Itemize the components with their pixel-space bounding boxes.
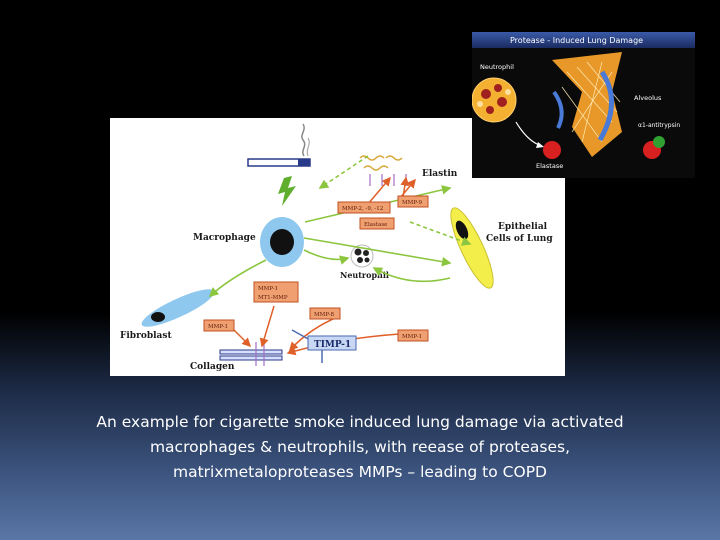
protease-box-mmp-9: MMP-9 <box>397 195 429 208</box>
neutrophil-label: Neutrophil <box>340 270 389 280</box>
protease-box-mmp-1-right: MMP-1 <box>397 329 429 342</box>
macrophage-cell-icon <box>260 217 304 267</box>
protease-box-mmp-1-left: MMP-1 <box>203 319 235 332</box>
protease-lung-damage-inset: Protease - Induced Lung Damage Neutrophi… <box>472 32 695 178</box>
neutrophil-cell-icon <box>350 244 374 268</box>
epithelial-cell-icon <box>450 207 494 289</box>
macrophage-label: Macrophage <box>193 233 256 243</box>
elastin-fibers-icon <box>359 155 403 171</box>
inset-elastase-icon <box>515 121 561 159</box>
protease-box-mmp-8: MMP-8 <box>309 307 341 320</box>
svg-text:TIMP-1: TIMP-1 <box>314 340 351 350</box>
caption-line-2: macrophages & neutrophils, with reease o… <box>149 438 571 456</box>
inhibitor-box-timp-1: TIMP-1 <box>307 335 357 351</box>
inset-title: Protease - Induced Lung Damage <box>510 36 643 45</box>
inset-neutrophil-icon <box>472 77 517 123</box>
slide-caption: An example for cigarette smoke induced l… <box>90 410 630 485</box>
svg-text:MMP-2, -9, -12: MMP-2, -9, -12 <box>342 206 383 212</box>
lightning-icon <box>278 176 296 206</box>
svg-text:MMP-1: MMP-1 <box>208 324 228 330</box>
collagen-label: Collagen <box>190 362 235 372</box>
svg-text:MMP-1: MMP-1 <box>402 334 422 340</box>
inset-alveolus-icon <box>552 52 622 157</box>
epithelial-label-line1: Epithelial <box>498 222 548 232</box>
inset-title-bar <box>472 32 695 48</box>
inset-neutrophil-label: Neutrophil <box>480 63 514 71</box>
inset-illustration-svg: Protease - Induced Lung Damage Neutrophi… <box>472 32 695 170</box>
svg-text:MMP-8: MMP-8 <box>314 312 335 318</box>
protease-box-mmp-1-mt1: MMP-1 MT1-MMP <box>253 281 299 303</box>
inset-antitrypsin-label: α1-antitrypsin <box>638 122 680 129</box>
svg-text:MMP-9: MMP-9 <box>402 200 423 206</box>
svg-text:MMP-1: MMP-1 <box>258 286 278 292</box>
fibroblast-cell-icon <box>141 289 215 327</box>
protease-box-mmp-2-9-12: MMP-2, -9, -12 <box>337 201 391 214</box>
epithelial-label-line2: Cells of Lung <box>486 234 553 244</box>
elastin-label: Elastin <box>422 169 458 179</box>
fibroblast-label: Fibroblast <box>120 331 172 341</box>
inset-alveolus-label: Alveolus <box>634 94 662 102</box>
pathway-diagram-svg: Elastin Macrophage Epithelial Cells of L… <box>120 123 553 372</box>
inset-elastase-label: Elastase <box>536 162 563 170</box>
svg-text:Elastase: Elastase <box>364 222 387 228</box>
inset-antitrypsin-icon <box>643 136 665 159</box>
cigarette-icon <box>247 123 311 167</box>
caption-line-1: An example for cigarette smoke induced l… <box>96 413 624 431</box>
activation-arrows <box>208 155 472 298</box>
protease-box-elastase: Elastase <box>359 217 395 230</box>
caption-line-3: matrixmetaloproteases MMPs – leading to … <box>173 463 547 481</box>
svg-text:MT1-MMP: MT1-MMP <box>258 295 288 301</box>
